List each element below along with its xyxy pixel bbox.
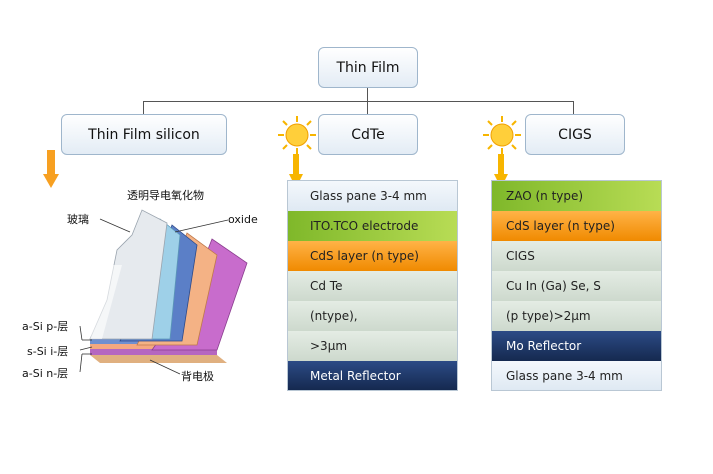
cigs-layer: Cu In (Ga) Se, S bbox=[492, 271, 661, 301]
cdte-layer: (ntype), bbox=[288, 301, 457, 331]
label-glass: 玻璃 bbox=[67, 213, 89, 226]
cigs-layer: CdS layer (n type) bbox=[492, 211, 661, 241]
node-thin-film-silicon: Thin Film silicon bbox=[61, 114, 227, 155]
cdte-layer: Cd Te bbox=[288, 271, 457, 301]
silicon-layer-illustration bbox=[89, 209, 248, 363]
label-back-electrode: 背电极 bbox=[181, 370, 214, 383]
label-transparent-conductive-oxide: 透明导电氧化物 bbox=[127, 189, 204, 202]
cdte-layer: Glass pane 3-4 mm bbox=[288, 181, 457, 211]
sun-icon bbox=[278, 116, 316, 154]
connector-horizontal bbox=[143, 101, 574, 102]
cdte-layer: >3μm bbox=[288, 331, 457, 361]
label-n-layer: a-Si n-层 bbox=[22, 367, 69, 380]
cdte-layer: ITO.TCO electrode bbox=[288, 211, 457, 241]
cigs-layer-stack: ZAO (n type) CdS layer (n type) CIGS Cu … bbox=[491, 180, 662, 391]
connector-cdte bbox=[367, 101, 368, 115]
down-arrow-icon bbox=[43, 150, 59, 188]
cigs-layer: Mo Reflector bbox=[492, 331, 661, 361]
connector-silicon bbox=[143, 101, 144, 115]
label-i-layer: s-Si i-层 bbox=[27, 345, 69, 358]
cdte-layer-stack: Glass pane 3-4 mm ITO.TCO electrode CdS … bbox=[287, 180, 458, 391]
connector-cigs bbox=[573, 101, 574, 115]
label-oxide: oxide bbox=[228, 213, 258, 226]
node-cigs: CIGS bbox=[525, 114, 625, 155]
cdte-layer: CdS layer (n type) bbox=[288, 241, 457, 271]
cdte-layer: Metal Reflector bbox=[288, 361, 457, 390]
node-cdte: CdTe bbox=[318, 114, 418, 155]
root-node: Thin Film bbox=[318, 47, 418, 88]
cigs-layer: (p type)>2μm bbox=[492, 301, 661, 331]
sun-icon bbox=[483, 116, 521, 154]
cigs-layer: ZAO (n type) bbox=[492, 181, 661, 211]
cigs-layer: Glass pane 3-4 mm bbox=[492, 361, 661, 390]
connector-root-down bbox=[367, 88, 368, 101]
cigs-layer: CIGS bbox=[492, 241, 661, 271]
label-p-layer: a-Si p-层 bbox=[22, 320, 69, 333]
